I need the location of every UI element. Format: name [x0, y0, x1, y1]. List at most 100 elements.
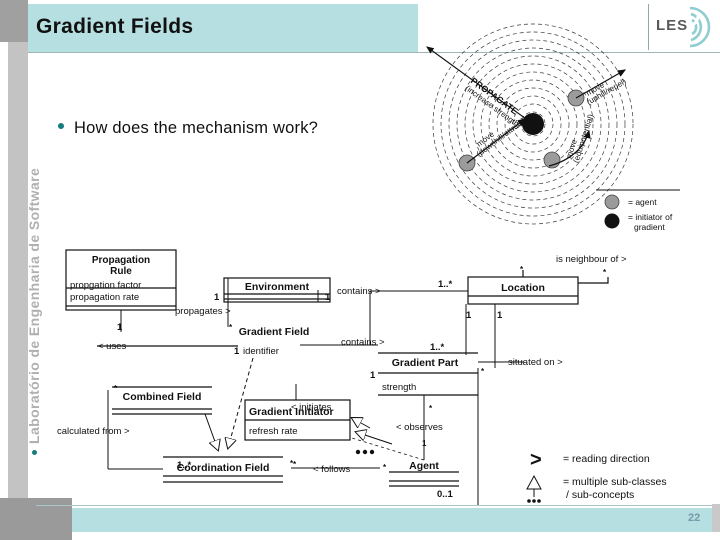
header-divider: [28, 52, 720, 53]
uml-legend: > = reading direction = multiple sub-cla…: [355, 449, 667, 503]
mult-observes-top: *: [429, 404, 433, 413]
mult-loc-1a: 1: [497, 310, 503, 321]
legend-reading-direction-text: = reading direction: [563, 453, 650, 465]
gradient-initiator-marker: [522, 113, 544, 135]
gradient-initiator-attr-1: refresh rate: [249, 426, 298, 437]
propagation-rule-name-2: Rule: [110, 266, 132, 277]
uml-class-environment: [223, 277, 331, 303]
mult-agent-star: *: [383, 463, 387, 472]
uml-class-propagation-rule: [65, 249, 177, 311]
coordination-field-name: Coordination Field: [177, 462, 270, 474]
title-banner: [28, 4, 418, 52]
assoc-label-situated-on-1: situated on >: [508, 357, 563, 368]
legend-initiator-icon: [604, 213, 620, 229]
page-title: Gradient Fields: [36, 15, 194, 38]
move-repel-arrow: [575, 69, 627, 99]
gradient-field-attr-1: identifier: [243, 346, 279, 357]
mult-loc-1b: 1: [466, 310, 472, 321]
mult-combined-star: *: [114, 384, 118, 393]
sidebar-top-block: [0, 0, 28, 42]
legend-subclass-text2: / sub-concepts: [566, 489, 634, 501]
sidebar-lab-label: Laboratório de Engenharia de Software: [23, 95, 45, 455]
move-equipotential-label: move: [564, 138, 579, 160]
mult-rule-1: 1: [117, 322, 123, 333]
logo-divider: [648, 4, 649, 50]
mult-location-left: 1..*: [438, 279, 453, 290]
propagation-rule-attr-1: propgation factor: [70, 280, 141, 291]
assoc-label-uses: < uses: [98, 341, 127, 352]
mult-env-left: 1: [214, 292, 220, 303]
location-name: Location: [501, 282, 545, 294]
move-equipotential-sublabel: (equipotential): [571, 113, 595, 164]
bullet-list-item: How does the mechanism work?: [58, 119, 318, 138]
assoc-label-calculated-from: calculated from >: [57, 426, 130, 437]
page-number: 22: [688, 512, 701, 524]
mult-neighbour-star: *: [603, 268, 607, 277]
uml-class-location: [467, 276, 579, 305]
les-logo-icon: [687, 6, 711, 48]
uml-class-coordination-field: [163, 456, 283, 483]
legend-agent-text: = agent: [628, 197, 657, 207]
logo-wordmark: LES: [656, 17, 689, 34]
propagation-rule-attr-2: propagation rate: [70, 292, 139, 303]
uml-class-gradient-initiator: [244, 399, 351, 441]
mult-location-top: *: [520, 265, 524, 274]
mult-part-1n: 1..*: [430, 342, 445, 353]
mult-coord-star: *: [290, 459, 294, 468]
logo-panel: [650, 4, 720, 50]
sidebar-bullet-icon: [31, 450, 37, 455]
sidebar-lab-label-text: Laboratório de Engenharia de Software: [26, 167, 42, 444]
gradient-part-name: Gradient Part: [392, 357, 459, 369]
assoc-label-follows: < follows: [313, 464, 350, 475]
ellipsis-subclass-marker: [355, 449, 375, 455]
move-repel-label: move: [585, 80, 607, 98]
uml-class-combined-field: [112, 386, 212, 415]
move-attract-sublabel: (downhill/attract): [475, 116, 528, 159]
footer-edge-block: [712, 504, 720, 532]
agent-name: Agent: [409, 460, 439, 472]
propagate-arrow: [426, 46, 534, 125]
propagate-sublabel: (increase strength): [464, 84, 524, 131]
move-attract-arrow: [466, 118, 526, 164]
mult-part-star: *: [481, 367, 485, 376]
propagate-label: PROPAGATE: [469, 76, 520, 117]
mult-propagates-star: *: [229, 323, 233, 332]
assoc-label-propagates: propagates >: [175, 306, 231, 317]
legend-initiator-text: = initiator of: [628, 212, 673, 222]
gradient-part-attr-1: strength: [382, 382, 416, 393]
bullet-point-icon: [58, 123, 64, 129]
environment-name: Environment: [245, 281, 310, 293]
mult-field-1: 1: [234, 346, 240, 357]
assoc-label-is-neighbour-of: is neighbour of >: [556, 254, 627, 265]
legend-initiator-text2: gradient: [634, 222, 665, 232]
bullet-text: How does the mechanism work?: [74, 119, 319, 137]
mult-agent-01: 0..1: [437, 489, 454, 500]
agent-marker-lower-left: [458, 154, 476, 172]
mult-env-right: 1: [325, 292, 331, 303]
mult-coord-1n: 1..*: [177, 460, 192, 471]
assoc-label-contains-2: contains >: [341, 337, 385, 348]
uml-class-gradient-part: [378, 352, 478, 396]
mult-contains-1: 1: [370, 370, 376, 381]
move-equipotential-arrow: [548, 129, 591, 167]
move-attract-label: move: [475, 129, 496, 148]
uml-class-agent: [389, 471, 459, 487]
gradient-field-name: Gradient Field: [239, 326, 310, 338]
mult-coord-right-star: *: [293, 460, 297, 469]
footer-banner: [72, 508, 712, 532]
propagation-rule-name-1: Propagation: [92, 255, 150, 266]
mult-observes-bottom: 1: [422, 439, 427, 448]
agent-marker-upper-right: [567, 89, 585, 107]
legend-reading-direction-icon: >: [530, 449, 542, 471]
gradient-initiator-name: Gradient Initiator: [249, 406, 334, 418]
assoc-label-observes: < observes: [396, 422, 443, 433]
legend-subclass-icon: [526, 474, 542, 503]
agent-marker-bottom: [543, 151, 561, 169]
footer-divider: [36, 505, 712, 506]
legend-agent-icon: [604, 194, 620, 210]
concentric-rings: [432, 23, 634, 225]
assoc-label-contains-1: contains >: [337, 286, 381, 297]
